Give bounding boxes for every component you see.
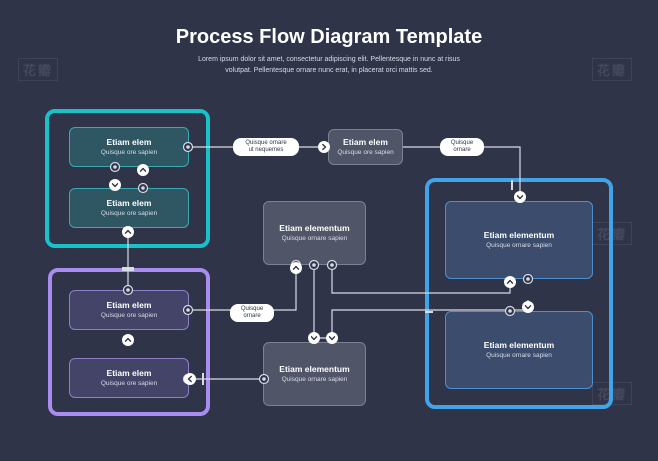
step-title: Etiam elementum xyxy=(483,230,555,240)
chevron-up-icon[interactable] xyxy=(504,276,516,288)
step-title: Etiam elem xyxy=(106,300,152,310)
label-line: ornare xyxy=(243,313,261,319)
step-title: Etiam elem xyxy=(106,198,152,208)
step-box[interactable]: Etiam elem Quisque ore sapien xyxy=(69,127,189,167)
connector-dot-icon xyxy=(137,182,149,194)
page-title: Process Flow Diagram Template xyxy=(175,26,483,48)
step-subtitle: Quisque ore sapien xyxy=(100,312,158,319)
chevron-down-icon[interactable] xyxy=(522,301,534,313)
chevron-left-icon[interactable] xyxy=(184,373,196,385)
step-subtitle: Quisque ornare sapien xyxy=(486,242,552,249)
chevron-up-icon[interactable] xyxy=(122,334,134,346)
connector-dot-icon xyxy=(308,259,320,271)
label-line: Quisque ornare xyxy=(245,140,287,146)
step-subtitle: Quisque ore sapien xyxy=(337,149,394,156)
connector-label: Quisque ornare xyxy=(440,138,484,156)
subtitle-line: Lorem ipsum dolor sit amet, consectetur … xyxy=(198,56,460,63)
step-subtitle: Quisque ornare sapien xyxy=(281,235,348,242)
step-subtitle: Quisque ornare sapien xyxy=(281,376,348,383)
step-title: Etiam elementum xyxy=(279,364,350,374)
chevron-right-icon[interactable] xyxy=(318,141,330,153)
subtitle-line: volutpat. Pellentesque ornare nunc erat,… xyxy=(225,67,433,74)
step-subtitle: Quisque ornare sapien xyxy=(486,352,552,359)
connector-dot-icon xyxy=(522,273,534,285)
label-line: Quisque xyxy=(240,306,264,312)
chevron-up-icon[interactable] xyxy=(290,262,302,274)
step-box[interactable]: Etiam elem Quisque ore sapien xyxy=(69,358,189,398)
chevron-down-icon[interactable] xyxy=(514,191,526,203)
step-title: Etiam elementum xyxy=(483,340,555,350)
connector-dot-icon xyxy=(504,305,516,317)
label-line: Quisque xyxy=(450,140,474,146)
connector-dot-icon xyxy=(182,141,194,153)
page-subtitle: Lorem ipsum dolor sit amet, consectetur … xyxy=(0,54,658,76)
chevron-down-icon[interactable] xyxy=(308,332,320,344)
connector-dot-icon xyxy=(122,284,134,296)
connector-dot-icon xyxy=(109,161,121,173)
chevron-down-icon[interactable] xyxy=(326,332,338,344)
label-line: ut nequemes xyxy=(248,147,284,153)
step-title: Etiam elem xyxy=(343,137,388,147)
step-title: Etiam elem xyxy=(106,368,152,378)
step-box[interactable]: Etiam elem Quisque ore sapien xyxy=(328,129,403,165)
step-subtitle: Quisque ore sapien xyxy=(100,210,158,217)
chevron-up-icon[interactable] xyxy=(137,164,149,176)
connector-label: Quisque ornare xyxy=(230,304,274,322)
connector-label: Quisque ornare ut nequemes xyxy=(233,138,299,156)
step-title: Etiam elementum xyxy=(279,223,350,233)
connector-dot-icon xyxy=(258,373,270,385)
step-title: Etiam elem xyxy=(106,137,152,147)
step-subtitle: Quisque ore sapien xyxy=(100,380,158,387)
connector-dot-icon xyxy=(326,259,338,271)
chevron-up-icon[interactable] xyxy=(122,226,134,238)
watermark: 花瓣 xyxy=(592,58,633,81)
connector-dot-icon xyxy=(182,304,194,316)
chevron-down-icon[interactable] xyxy=(109,179,121,191)
step-box[interactable]: Etiam elementum Quisque ornare sapien xyxy=(445,311,593,389)
step-box[interactable]: Etiam elementum Quisque ornare sapien xyxy=(445,201,593,279)
label-line: ornare xyxy=(453,147,471,153)
step-box[interactable]: Etiam elem Quisque ore sapien xyxy=(69,188,189,228)
watermark: 花瓣 xyxy=(18,58,59,81)
step-subtitle: Quisque ore sapien xyxy=(100,149,158,156)
